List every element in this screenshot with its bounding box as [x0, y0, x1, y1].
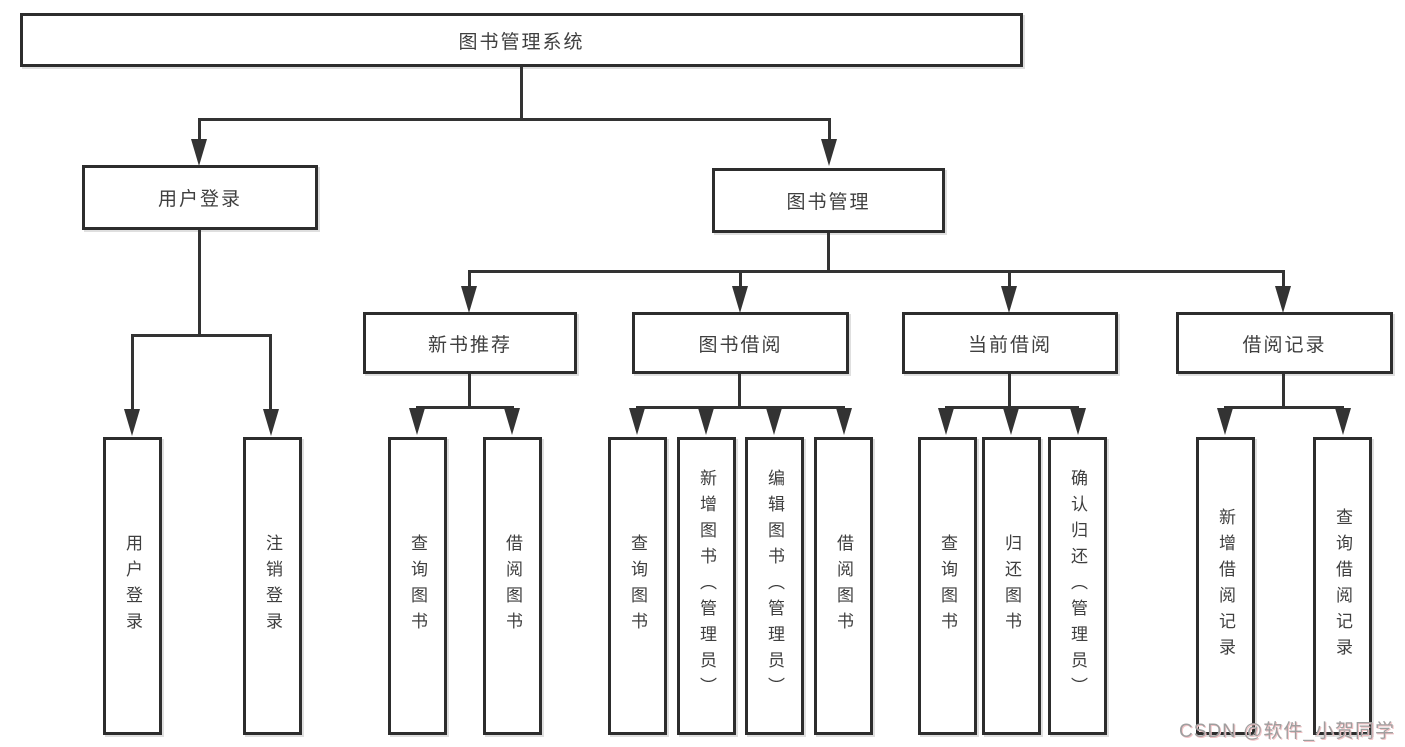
leaf-query-books-current: 查询图书	[918, 437, 977, 735]
leaf-query-books-recommend: 查询图书	[388, 437, 447, 735]
leaf-label: 查询借阅记录	[1333, 508, 1352, 664]
arrow-down-icon	[461, 286, 477, 313]
leaf-label: 借阅图书	[834, 534, 853, 638]
connector-hline	[131, 334, 272, 337]
node-book-borrow-label: 图书借阅	[698, 334, 783, 356]
connector-vline	[739, 270, 742, 288]
leaf-logout: 注销登录	[243, 437, 302, 735]
connector-vline	[131, 334, 134, 412]
connector-hline	[416, 406, 514, 409]
arrow-down-icon	[1335, 408, 1351, 435]
connector-vline	[468, 270, 471, 288]
node-root: 图书管理系统	[20, 13, 1023, 67]
arrow-down-icon	[124, 409, 140, 436]
connector-hline	[1224, 406, 1344, 409]
arrow-down-icon	[1217, 408, 1233, 435]
leaf-return-books: 归还图书	[982, 437, 1041, 735]
node-new-book-recommend: 新书推荐	[363, 312, 577, 374]
node-borrow-records-label: 借阅记录	[1242, 334, 1327, 356]
connector-vline	[198, 230, 201, 334]
arrow-down-icon	[263, 409, 279, 436]
connector-vline	[1282, 270, 1285, 288]
node-user-login: 用户登录	[82, 165, 318, 230]
arrow-down-icon	[409, 408, 425, 435]
leaf-borrow-books-recommend: 借阅图书	[483, 437, 542, 735]
arrow-down-icon	[191, 139, 207, 166]
leaf-label: 确认归还（管理员）	[1068, 469, 1087, 703]
node-new-book-recommend-label: 新书推荐	[427, 334, 512, 356]
connector-vline	[738, 374, 741, 406]
node-user-login-label: 用户登录	[157, 189, 242, 210]
leaf-label: 编辑图书（管理员）	[765, 469, 784, 703]
arrow-down-icon	[732, 286, 748, 313]
leaf-borrow-books: 借阅图书	[814, 437, 873, 735]
csdn-watermark: CSDN @软件_小贺同学	[1179, 721, 1395, 742]
arrow-down-icon	[1275, 286, 1291, 313]
arrow-down-icon	[938, 408, 954, 435]
connector-vline	[1282, 374, 1285, 406]
leaf-label: 查询图书	[628, 534, 647, 638]
node-borrow-records: 借阅记录	[1176, 312, 1393, 374]
node-current-borrow: 当前借阅	[902, 312, 1118, 374]
arrow-down-icon	[629, 408, 645, 435]
leaf-label: 归还图书	[1002, 534, 1021, 638]
connector-vline	[468, 374, 471, 406]
leaf-label: 查询图书	[408, 534, 427, 638]
connector-vline	[827, 233, 830, 270]
leaf-label: 新增图书（管理员）	[697, 469, 716, 703]
leaf-label: 借阅图书	[503, 534, 522, 638]
leaf-query-borrow-record: 查询借阅记录	[1313, 437, 1372, 735]
connector-vline	[269, 334, 272, 412]
arrow-down-icon	[1001, 286, 1017, 313]
node-book-management-label: 图书管理	[786, 192, 871, 213]
leaf-label: 注销登录	[263, 534, 282, 638]
connector-vline	[1008, 374, 1011, 406]
connector-hline	[469, 270, 1285, 273]
node-book-borrow: 图书借阅	[632, 312, 849, 374]
arrow-down-icon	[1003, 408, 1019, 435]
connector-hline	[636, 406, 845, 409]
leaf-label: 查询图书	[938, 534, 957, 638]
leaf-add-borrow-record: 新增借阅记录	[1196, 437, 1255, 735]
connector-vline	[198, 118, 201, 142]
leaf-confirm-return-admin: 确认归还（管理员）	[1048, 437, 1107, 735]
arrow-down-icon	[836, 408, 852, 435]
arrow-down-icon	[821, 139, 837, 166]
leaf-label: 用户登录	[123, 534, 142, 638]
connector-vline	[1008, 270, 1011, 288]
node-current-borrow-label: 当前借阅	[967, 334, 1052, 356]
leaf-add-books-admin: 新增图书（管理员）	[677, 437, 736, 735]
connector-hline	[198, 118, 831, 121]
arrow-down-icon	[504, 408, 520, 435]
arrow-down-icon	[698, 408, 714, 435]
connector-hline	[945, 406, 1079, 409]
leaf-user-login: 用户登录	[103, 437, 162, 735]
arrow-down-icon	[1070, 408, 1086, 435]
node-root-label: 图书管理系统	[458, 31, 585, 53]
leaf-edit-books-admin: 编辑图书（管理员）	[745, 437, 804, 735]
node-book-management: 图书管理	[712, 168, 945, 233]
leaf-query-books-borrow: 查询图书	[608, 437, 667, 735]
connector-vline	[520, 67, 523, 118]
leaf-label: 新增借阅记录	[1216, 508, 1235, 664]
connector-vline	[828, 118, 831, 142]
arrow-down-icon	[766, 408, 782, 435]
